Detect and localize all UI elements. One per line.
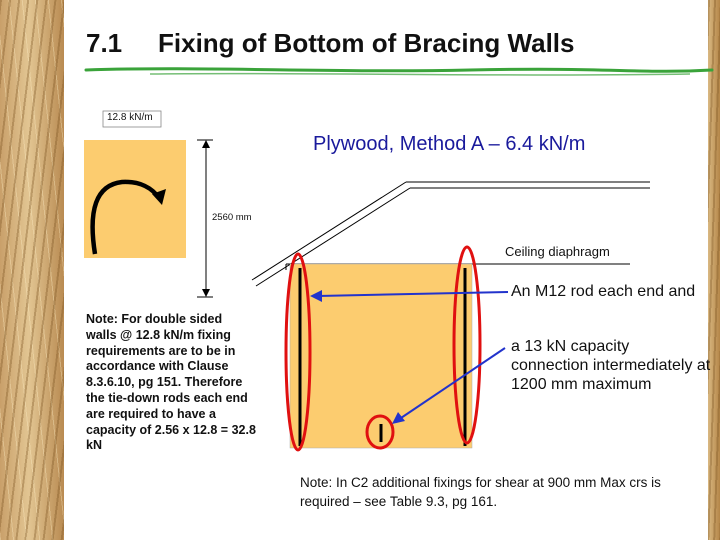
- load-label: 12.8 kN/m: [107, 112, 153, 123]
- ceiling-label: Ceiling diaphragm: [505, 244, 610, 259]
- title-number: 7.1: [86, 28, 123, 58]
- main-wall-panel: [289, 263, 473, 449]
- wood-texture-right: [708, 0, 720, 540]
- left-rod-highlight: [284, 252, 312, 452]
- wood-texture-left: [0, 0, 64, 540]
- small-wall-panel: [84, 140, 186, 258]
- connection-highlight: [365, 414, 395, 450]
- bottom-note: Note: In C2 additional fixings for shear…: [300, 475, 661, 509]
- rod-note: An M12 rod each end and: [511, 283, 696, 300]
- title-underline: [84, 67, 714, 73]
- title-underline-shadow: [149, 72, 691, 76]
- dimension-arrow-icon: [197, 139, 213, 298]
- load-label-box: [102, 110, 162, 128]
- curved-arrow-icon: [90, 179, 166, 255]
- connection-note: a 13 kN capacity connection intermediate…: [511, 338, 711, 393]
- title-text: Fixing of Bottom of Bracing Walls: [158, 28, 575, 58]
- left-note: Note: For double sided walls @ 12.8 kN/m…: [86, 312, 256, 453]
- pointer-arrow-icon: [310, 290, 509, 424]
- method-subtitle: Plywood, Method A – 6.4 kN/m: [313, 133, 586, 155]
- right-rod-highlight: [452, 245, 482, 445]
- height-label: 2560 mm: [212, 212, 252, 223]
